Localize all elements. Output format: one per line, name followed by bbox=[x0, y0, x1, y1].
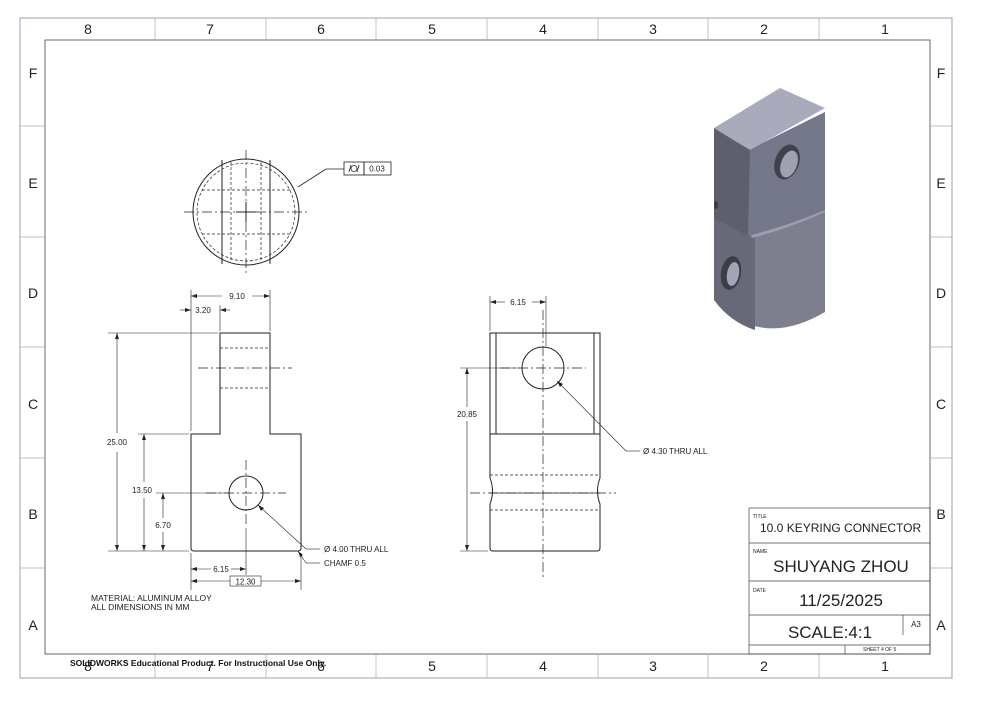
dim-base-width: 12.30 bbox=[235, 578, 256, 587]
dim-overall-width: 9.10 bbox=[229, 292, 245, 301]
cylindricity-icon bbox=[348, 164, 360, 173]
dim-hole-height: 6.70 bbox=[155, 521, 171, 530]
zone-col-1-top: 1 bbox=[881, 21, 889, 37]
zone-row-e-right: E bbox=[936, 175, 945, 191]
educational-watermark: SOLIDWORKS Educational Product. For Inst… bbox=[70, 658, 326, 668]
top-view bbox=[184, 150, 392, 274]
zone-col-4-bottom: 4 bbox=[539, 658, 547, 674]
zone-col-6-bottom: 6 bbox=[317, 658, 325, 674]
side-view bbox=[470, 310, 616, 578]
zone-col-3-bottom: 3 bbox=[649, 658, 657, 674]
front-view-dimensions bbox=[108, 290, 320, 590]
dim-slot-offset: 3.20 bbox=[195, 306, 211, 315]
zone-row-d-right: D bbox=[936, 285, 946, 301]
zone-row-b-left: B bbox=[28, 506, 37, 522]
units-note: ALL DIMENSIONS IN MM bbox=[91, 602, 189, 612]
side-hole-callout: Ø 4.30 THRU ALL bbox=[643, 447, 708, 456]
zone-col-7-bottom: 7 bbox=[206, 658, 214, 674]
drafter-name: SHUYANG ZHOU bbox=[773, 557, 909, 576]
title-block bbox=[748, 507, 931, 655]
name-label: NAME bbox=[753, 549, 768, 555]
zone-col-5-top: 5 bbox=[428, 21, 436, 37]
zone-col-7-top: 7 bbox=[206, 21, 214, 37]
sheet-size: A3 bbox=[911, 620, 921, 629]
drawing-title: 10.0 KEYRING CONNECTOR bbox=[760, 521, 921, 535]
zone-row-a-left: A bbox=[28, 617, 38, 633]
side-dim-width: 6.15 bbox=[510, 298, 526, 307]
side-view-dimensions bbox=[460, 296, 640, 552]
zone-ticks bbox=[20, 18, 952, 678]
zone-row-f-right: F bbox=[937, 65, 946, 81]
front-chamfer-callout: CHAMF 0.5 bbox=[324, 559, 366, 568]
zone-row-d-left: D bbox=[28, 285, 38, 301]
dim-height-step: 13.50 bbox=[132, 486, 153, 495]
zone-row-c-right: C bbox=[936, 396, 946, 412]
zone-col-8-bottom: 8 bbox=[84, 658, 92, 674]
zone-col-6-top: 6 bbox=[317, 21, 325, 37]
zone-col-4-top: 4 bbox=[539, 21, 547, 37]
drawing-scale: SCALE:4:1 bbox=[788, 623, 872, 642]
zone-col-5-bottom: 5 bbox=[428, 658, 436, 674]
drawing-date: 11/25/2025 bbox=[799, 591, 883, 610]
front-hole-callout: Ø 4.00 THRU ALL bbox=[324, 545, 389, 554]
isometric-view bbox=[714, 88, 825, 330]
outer-frame bbox=[19, 17, 953, 679]
dim-hole-center: 6.15 bbox=[213, 565, 229, 574]
zone-col-3-top: 3 bbox=[649, 21, 657, 37]
date-label: DATE bbox=[753, 588, 767, 594]
zone-row-e-left: E bbox=[28, 175, 37, 191]
side-dim-height: 20.85 bbox=[457, 410, 478, 419]
zone-col-8-top: 8 bbox=[84, 21, 92, 37]
material-note: MATERIAL: ALUMINUM ALLOY bbox=[91, 593, 212, 603]
zone-row-b-right: B bbox=[936, 506, 945, 522]
sheet-number: SHEET 4 OF 5 bbox=[863, 647, 896, 653]
dim-height-total: 25.00 bbox=[107, 438, 128, 447]
zone-col-2-bottom: 2 bbox=[760, 658, 768, 674]
tolerance-value: 0.03 bbox=[369, 165, 385, 174]
zone-row-c-left: C bbox=[28, 396, 38, 412]
zone-row-f-left: F bbox=[29, 65, 38, 81]
title-label: TITLE bbox=[753, 514, 767, 520]
zone-col-2-top: 2 bbox=[760, 21, 768, 37]
zone-col-1-bottom: 1 bbox=[881, 658, 889, 674]
zone-row-a-right: A bbox=[936, 617, 946, 633]
